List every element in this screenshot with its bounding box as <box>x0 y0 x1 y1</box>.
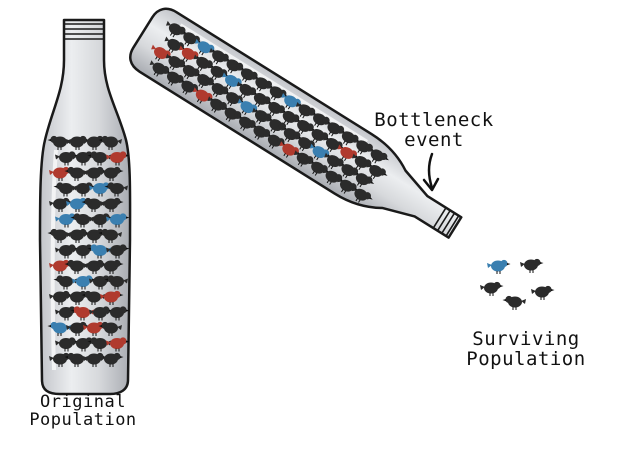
bird-icon <box>322 168 344 185</box>
upright-bottle-neck-rings <box>64 23 104 40</box>
bird-icon <box>104 275 128 290</box>
bird-icon <box>266 83 289 101</box>
bird-icon <box>81 197 105 212</box>
bird-icon <box>66 321 90 336</box>
bird-icon <box>351 186 373 203</box>
bird-icon <box>55 306 79 321</box>
bird-icon <box>338 128 361 146</box>
bird-icon <box>223 89 245 107</box>
tilted-bottle <box>129 7 463 239</box>
bird-icon <box>352 170 375 188</box>
bird-icon <box>89 213 113 228</box>
bird-icon <box>502 295 526 310</box>
original-population-label: Original Population <box>18 392 148 430</box>
bird-icon <box>480 281 504 296</box>
bird-icon <box>83 352 107 367</box>
bird-icon <box>64 352 88 367</box>
bird-icon <box>47 135 71 150</box>
bird-icon <box>165 53 187 71</box>
bird-icon <box>100 197 124 212</box>
bird-icon <box>366 162 388 180</box>
bird-icon <box>55 244 79 259</box>
bottleneck-arrow-head <box>422 177 440 192</box>
bird-icon <box>55 213 79 228</box>
bird-icon <box>87 244 111 259</box>
bird-icon <box>265 99 287 116</box>
bird-icon <box>83 135 107 150</box>
bird-icon <box>104 182 128 197</box>
bird-icon <box>252 74 274 92</box>
bird-icon <box>87 151 111 166</box>
bird-icon <box>100 352 124 367</box>
bird-icon <box>72 151 96 166</box>
bird-icon <box>280 125 303 143</box>
bird-icon <box>106 244 130 259</box>
bird-icon <box>70 306 94 321</box>
bird-icon <box>66 197 90 212</box>
bird-icon <box>106 337 130 352</box>
original-label-line2: Population <box>29 409 137 430</box>
bird-icon <box>252 107 274 125</box>
bird-icon <box>106 306 130 321</box>
bird-icon <box>89 306 113 321</box>
bird-icon <box>55 151 79 166</box>
tilted-bird-group <box>149 20 389 203</box>
surviving-bird-group <box>480 258 555 310</box>
bird-icon <box>83 321 107 336</box>
bird-icon <box>98 135 122 150</box>
upright-bird-group <box>47 135 130 367</box>
bird-icon <box>520 258 544 273</box>
bird-icon <box>106 151 130 166</box>
bird-icon <box>83 228 107 243</box>
bird-icon <box>295 101 317 119</box>
bottleneck-label: Bottleneck event <box>366 109 502 151</box>
bird-icon <box>194 71 216 89</box>
bird-icon <box>66 228 90 243</box>
bird-icon <box>324 152 346 170</box>
bird-icon <box>89 182 113 197</box>
bird-icon <box>64 259 88 274</box>
bird-icon <box>279 108 302 126</box>
bird-icon <box>310 110 332 128</box>
bird-icon <box>367 146 389 164</box>
bird-icon <box>64 166 88 181</box>
bird-icon <box>100 290 124 305</box>
bird-icon <box>250 90 273 107</box>
bird-icon <box>106 213 130 228</box>
bird-icon <box>487 259 511 274</box>
bottleneck-arrow <box>427 152 434 190</box>
bird-icon <box>55 337 79 352</box>
bird-icon <box>531 285 555 300</box>
bird-icon <box>180 29 202 47</box>
bird-icon <box>100 259 124 274</box>
bird-icon <box>293 150 316 167</box>
bottleneck-label-line1: Bottleneck <box>374 109 494 131</box>
original-label-line1: Original <box>40 392 126 412</box>
bottleneck-label-line2: event <box>404 128 464 151</box>
bird-icon <box>98 321 122 336</box>
tilted-bottle-neck-rings <box>432 207 460 237</box>
bird-icon <box>81 290 105 305</box>
bird-icon <box>100 166 124 181</box>
surviving-label-line1: Surviving <box>472 328 580 350</box>
bird-icon <box>47 228 71 243</box>
upright-bottle <box>38 18 132 396</box>
bird-icon <box>98 228 122 243</box>
tilted-bottle-glass <box>129 7 463 239</box>
bird-icon <box>165 20 188 38</box>
surviving-label-line2: Population <box>466 347 586 370</box>
bird-icon <box>279 141 301 158</box>
surviving-population-label: Surviving Population <box>462 328 590 370</box>
